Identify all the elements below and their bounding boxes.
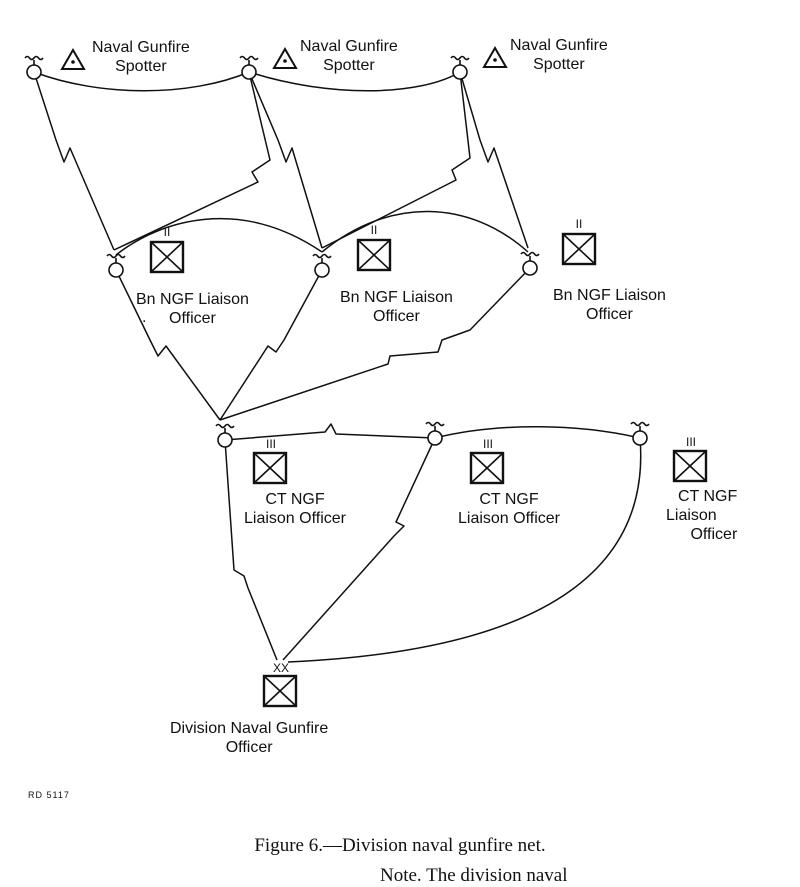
link-bn2-bn3: [321, 210, 529, 253]
link-bn2-ct1: [219, 269, 323, 421]
link-bn1-ct1: [115, 269, 221, 421]
ct-3-label: CT NGF Liaison Officer: [666, 488, 738, 543]
ct-1-unit-symbol-icon: [252, 451, 288, 485]
stray-dot-mark: .: [142, 309, 147, 326]
link-ct1-ct2: [224, 423, 436, 441]
spotter-1-observer-icon: [61, 49, 85, 70]
link-spotter2-bn2: [113, 71, 271, 251]
ct-3-radio-icon: [630, 421, 650, 446]
spotter-1-radio-icon: [24, 55, 44, 80]
division-echelon-mark: XX: [272, 661, 289, 675]
bn-1-unit-symbol-icon: [149, 240, 185, 274]
link-spotter1-bn1: [33, 71, 115, 251]
ct-3-echelon-mark: III: [685, 435, 696, 449]
bn-2-radio-icon: [312, 253, 332, 278]
link-spotter3-bn3: [459, 71, 529, 249]
ct-2-radio-icon: [425, 421, 445, 446]
bn-2-echelon-mark: II: [370, 223, 378, 237]
bn-3-unit-symbol-icon: [561, 232, 597, 266]
ct-2-echelon-mark: III: [482, 437, 493, 451]
link-bn1-bn2: [115, 217, 323, 256]
link-ct3-div: [287, 437, 642, 663]
link-spotter3-bn2: [321, 71, 471, 249]
bn-3-radio-icon: [520, 251, 540, 276]
division-unit-symbol-icon: [262, 674, 298, 708]
ct-3-unit-symbol-icon: [672, 449, 708, 483]
link-ct2-div: [282, 437, 436, 661]
ct-1-radio-icon: [215, 423, 235, 448]
bn-3-echelon-mark: II: [575, 217, 583, 231]
spotter-3-observer-icon: [483, 47, 507, 68]
spotter-2-radio-icon: [239, 55, 259, 80]
spotter-2-observer-icon: [273, 48, 297, 69]
link-spotter1-spotter2: [33, 71, 250, 92]
spotter-3-radio-icon: [450, 55, 470, 80]
ct-1-echelon-mark: III: [265, 437, 276, 451]
bn-1-radio-icon: [106, 253, 126, 278]
link-spotter2-spotter3: [248, 71, 461, 92]
figure-caption: Figure 6.—Division naval gunfire net.: [254, 835, 546, 856]
figure-code: RD 5117: [28, 790, 70, 800]
bn-1-echelon-mark: II: [163, 225, 171, 239]
bn-2-unit-symbol-icon: [356, 238, 392, 272]
footer-text: Note. The division naval: [380, 865, 568, 886]
link-ct2-ct3: [434, 426, 641, 439]
link-ct1-div: [224, 439, 278, 661]
link-spotter2-bn1: [248, 71, 323, 249]
link-bn3-ct1: [219, 267, 531, 421]
ct-2-unit-symbol-icon: [469, 451, 505, 485]
